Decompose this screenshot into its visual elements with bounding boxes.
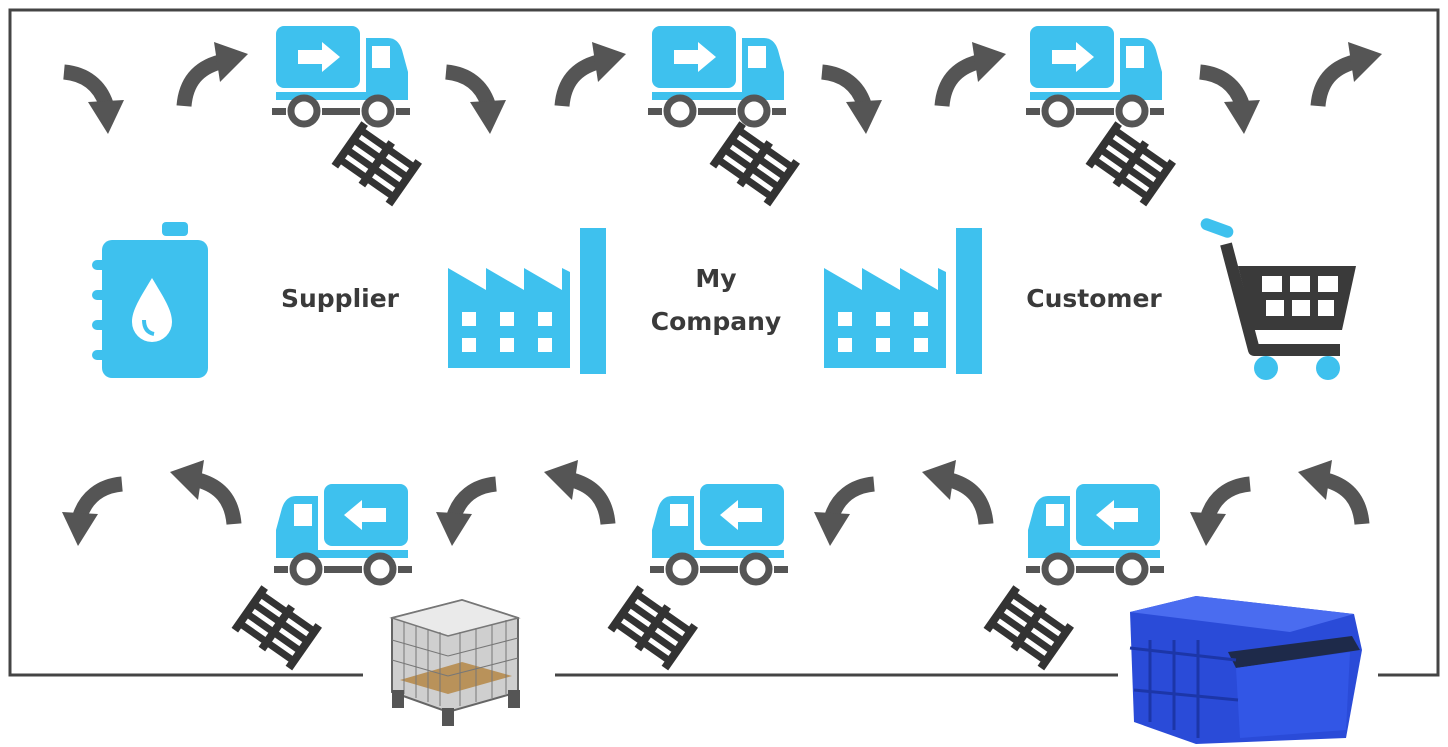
curved-arrow-up-icon xyxy=(184,42,248,106)
supplier-label: Supplier xyxy=(281,284,400,313)
pallet-icon xyxy=(983,585,1074,671)
my-company-label-line2: Company xyxy=(651,307,781,336)
curved-arrow-down-left-icon xyxy=(62,484,122,546)
pallet-icon xyxy=(607,585,698,671)
curved-arrow-down-icon xyxy=(1200,72,1260,134)
curved-arrow-down-left-icon xyxy=(436,484,496,546)
pallet-icon xyxy=(1085,121,1176,207)
curved-arrow-up-left-icon xyxy=(922,460,986,524)
curved-arrow-down-icon xyxy=(64,72,124,134)
my-company-label-line1: My xyxy=(695,264,736,293)
oil-barrel-icon xyxy=(92,222,208,378)
shopping-cart-icon xyxy=(1200,218,1356,380)
curved-arrow-down-icon xyxy=(822,72,882,134)
pallet-icon xyxy=(231,585,322,671)
customer-label: Customer xyxy=(1026,284,1162,313)
pallet-icon xyxy=(709,121,800,207)
wire-mesh-container-image xyxy=(389,598,521,726)
diagram-frame xyxy=(8,8,1440,677)
curved-arrow-up-left-icon xyxy=(170,460,234,524)
curved-arrow-down-icon xyxy=(446,72,506,134)
truck-left-icon xyxy=(1026,484,1164,582)
plastic-bin-image xyxy=(1129,596,1362,744)
curved-arrow-up-left-icon xyxy=(1298,460,1362,524)
curved-arrow-down-left-icon xyxy=(814,484,874,546)
truck-right-icon xyxy=(272,26,410,124)
factory-icon xyxy=(448,228,606,374)
truck-right-icon xyxy=(1026,26,1164,124)
truck-right-icon xyxy=(648,26,786,124)
curved-arrow-up-icon xyxy=(1318,42,1382,106)
curved-arrow-up-left-icon xyxy=(544,460,608,524)
pallet-icon xyxy=(331,121,422,207)
truck-left-icon xyxy=(650,484,788,582)
curved-arrow-up-icon xyxy=(942,42,1006,106)
factory-icon xyxy=(824,228,982,374)
truck-left-icon xyxy=(274,484,412,582)
curved-arrow-up-icon xyxy=(562,42,626,106)
curved-arrow-down-left-icon xyxy=(1190,484,1250,546)
